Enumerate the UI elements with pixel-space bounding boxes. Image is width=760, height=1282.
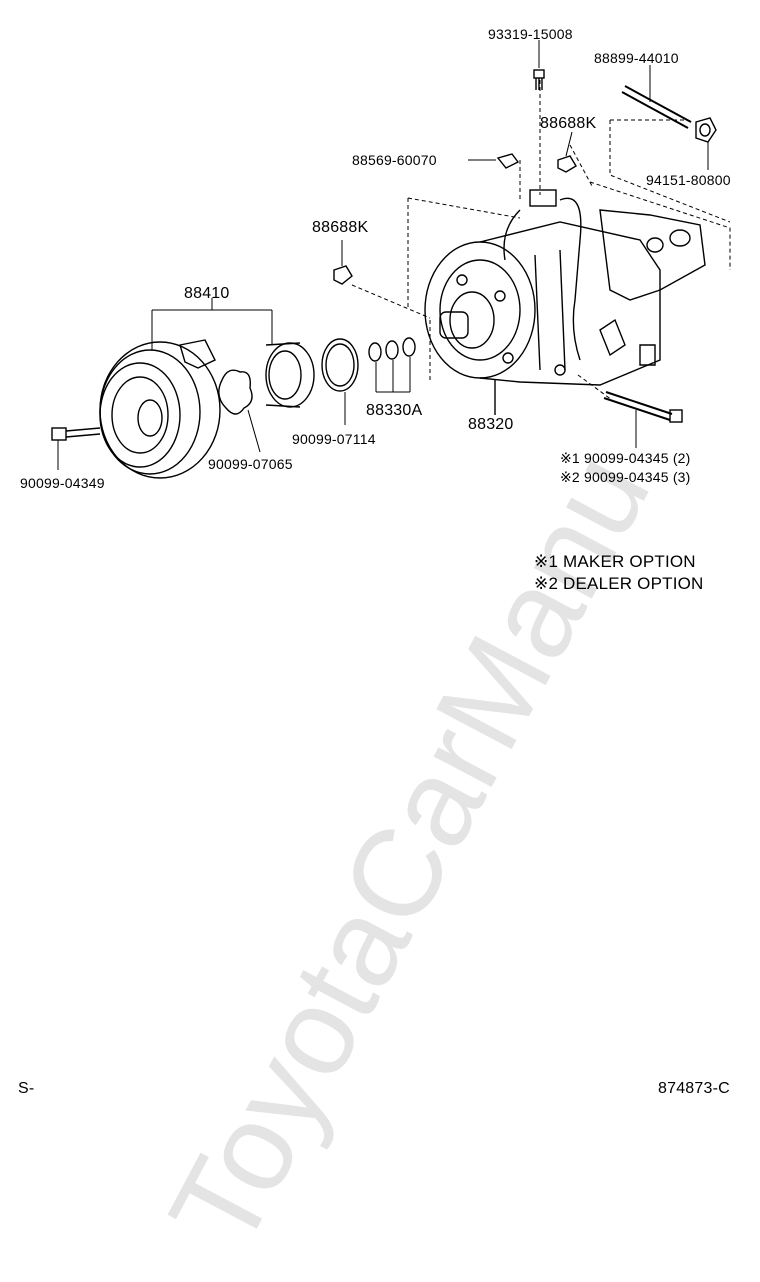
- part-label-90099-04345-maker: ※1 90099-04345 (2): [560, 450, 691, 466]
- cushion-88688K-left: [333, 240, 353, 285]
- part-label-90099-07114: 90099-07114: [292, 431, 376, 447]
- clip-88569-60070: [468, 153, 520, 169]
- washers-88330A: [368, 337, 416, 393]
- cushion-88688K-top: [557, 131, 577, 173]
- compressor-88320: [424, 189, 706, 415]
- part-label-90099-04349: 90099-04349: [20, 475, 105, 491]
- part-label-93319-15008: 93319-15008: [488, 26, 573, 42]
- part-label-88410: 88410: [184, 285, 230, 302]
- diagram-number: 874873-C: [658, 1080, 730, 1097]
- parts-diagram: [51, 40, 731, 479]
- bolt-90099-04345: [603, 391, 683, 448]
- shim-90099-07065: [218, 369, 261, 453]
- part-label-88330A: 88330A: [366, 402, 423, 419]
- part-label-94151-80800: 94151-80800: [646, 172, 731, 188]
- legend-dealer-option: ※2 DEALER OPTION: [534, 574, 704, 593]
- part-label-90099-04345-dealer: ※2 90099-04345 (3): [560, 469, 691, 485]
- snap-ring-90099-07114: [321, 338, 359, 425]
- bearing: [265, 342, 315, 408]
- part-label-88688K-left: 88688K: [312, 219, 369, 236]
- nut-94151-80800: [695, 117, 717, 170]
- part-label-88569-60070: 88569-60070: [352, 152, 437, 168]
- legend-maker-option: ※1 MAKER OPTION: [534, 552, 696, 571]
- part-label-88688K-top: 88688K: [540, 115, 597, 132]
- bolt-90099-04349: [51, 427, 101, 470]
- bolt-93319-15008: [533, 40, 545, 90]
- pulley-88410: [99, 298, 273, 479]
- part-label-88320: 88320: [468, 416, 514, 433]
- part-label-88899-44010: 88899-44010: [594, 50, 679, 66]
- footer-left-code: S-: [18, 1080, 35, 1097]
- part-label-90099-07065: 90099-07065: [208, 456, 293, 472]
- stud-88899-44010: [621, 65, 692, 129]
- dashed-guides: [351, 80, 731, 401]
